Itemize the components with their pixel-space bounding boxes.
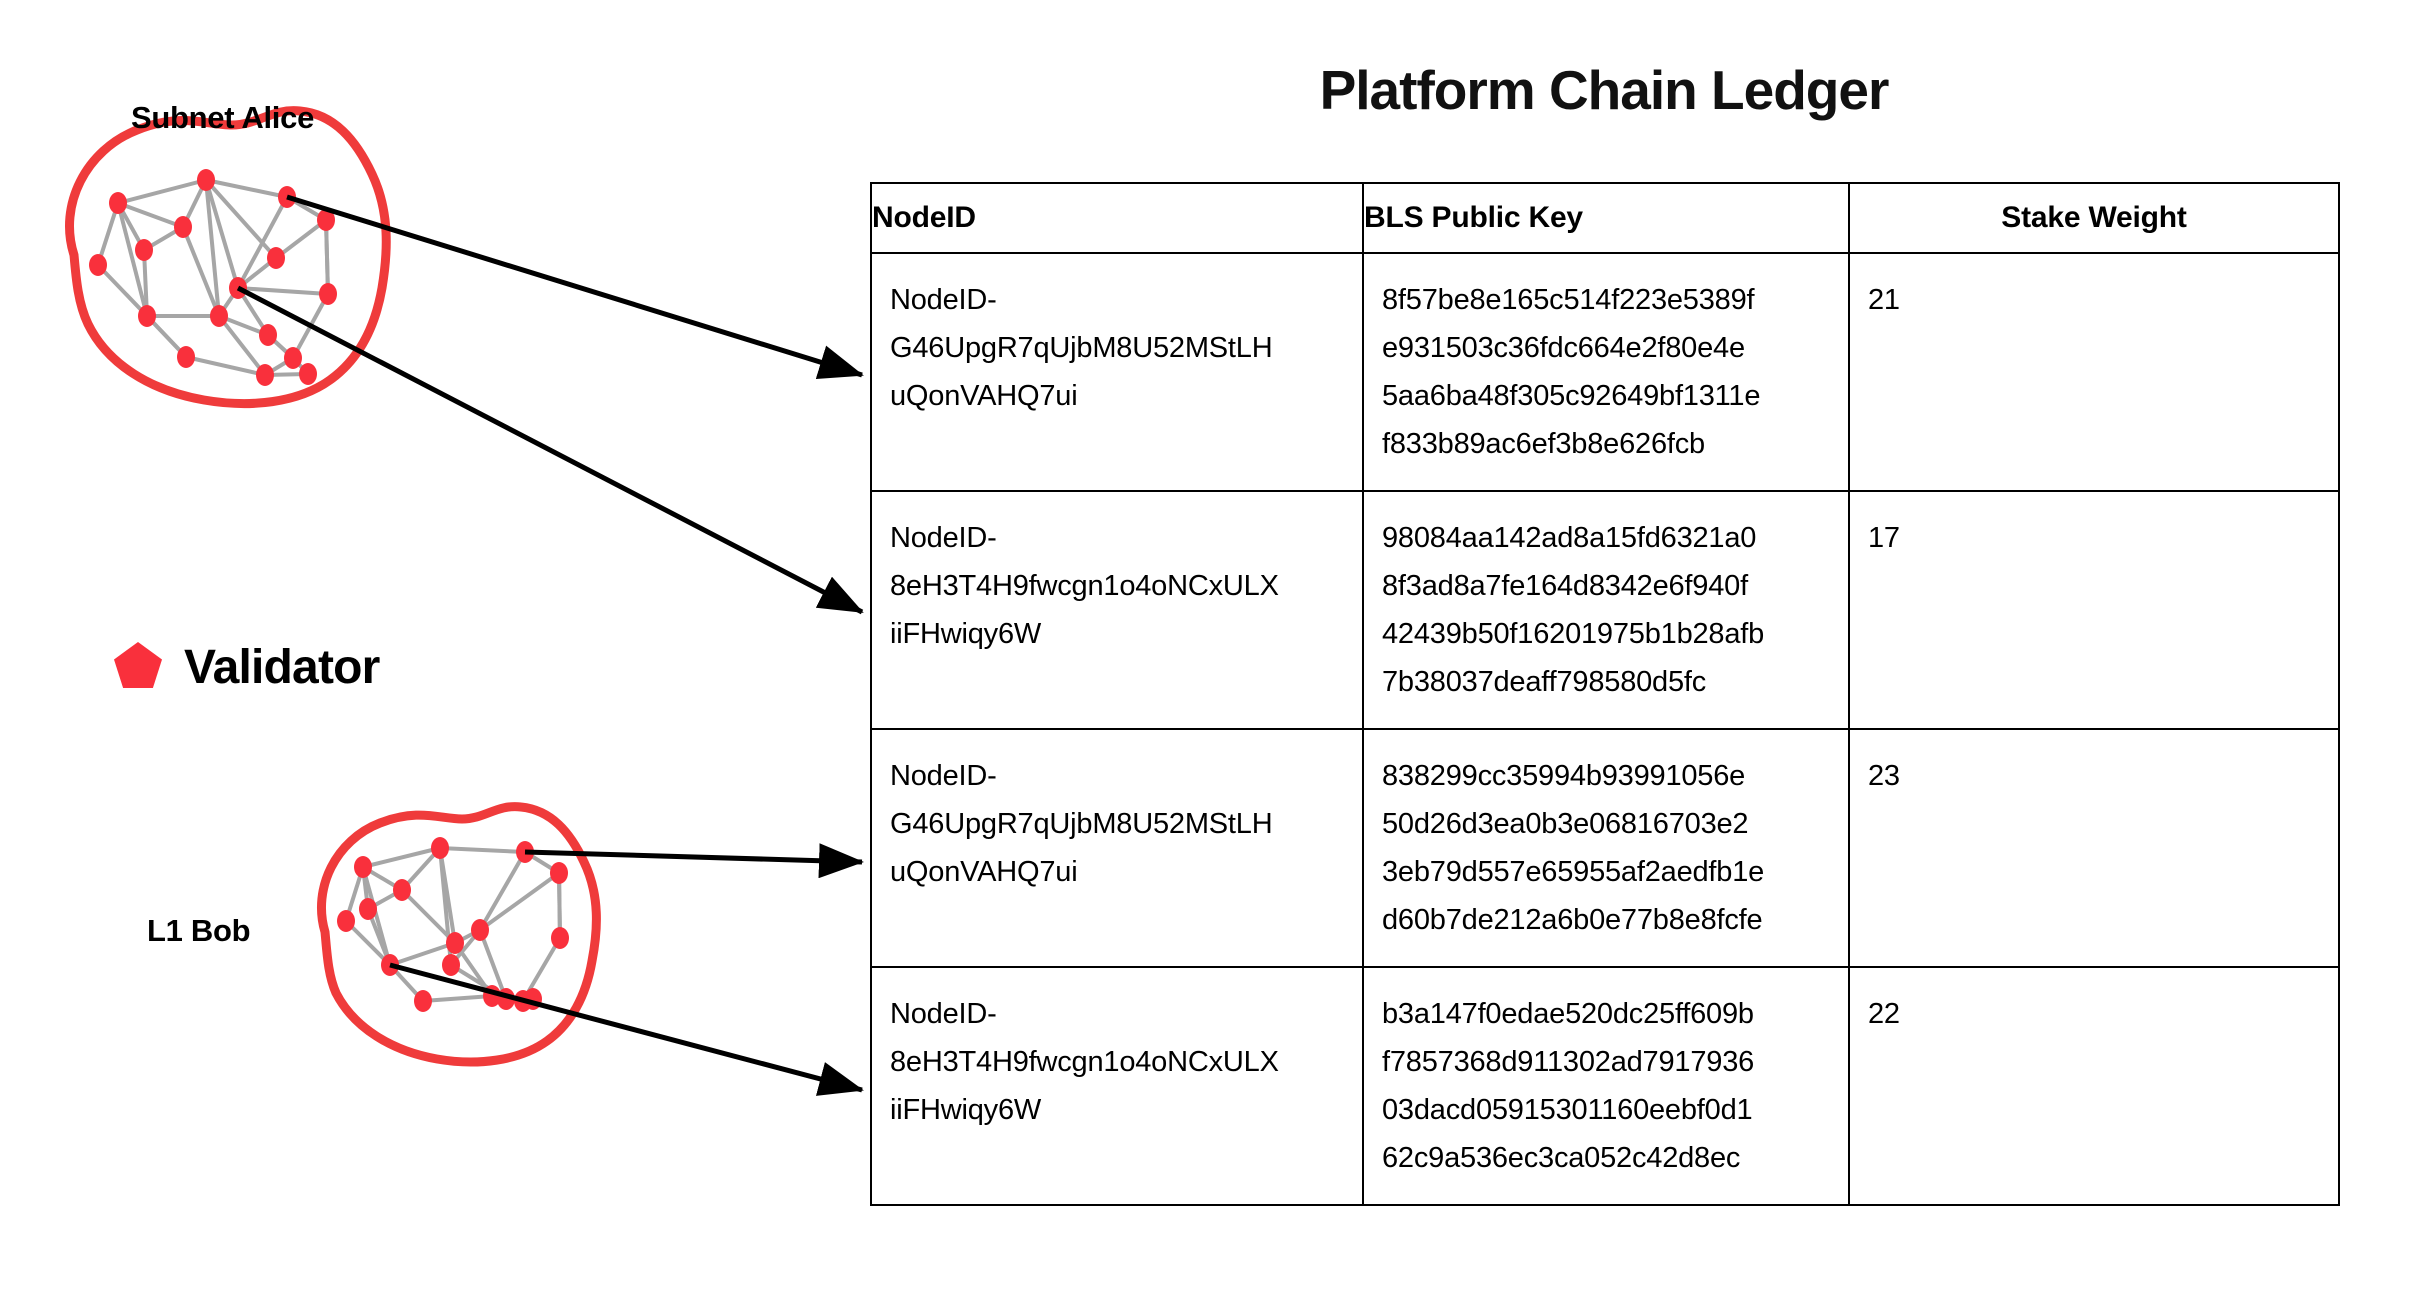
ledger-arrows xyxy=(236,194,864,1096)
nodeid-line: uQonVAHQ7ui xyxy=(890,856,1078,888)
nodeid-line: 8eH3T4H9fwcgn1o4oNCxULX xyxy=(890,570,1279,602)
bls-line: 3eb79d557e65955af2aedfb1e xyxy=(1382,856,1765,888)
validator-legend-label: Validator xyxy=(184,640,380,694)
bls-line: 8f57be8e165c514f223e5389f xyxy=(1382,284,1755,316)
nodeid-line: G46UpgR7qUjbM8U52MStLH xyxy=(890,332,1273,364)
ledger-table: NodeID BLS Public Key Stake Weight NodeI… xyxy=(870,182,2340,1206)
cell-nodeid: NodeID- 8eH3T4H9fwcgn1o4oNCxULX iiFHwiqy… xyxy=(870,966,1364,1206)
cell-nodeid: NodeID- 8eH3T4H9fwcgn1o4oNCxULX iiFHwiqy… xyxy=(870,490,1364,730)
cell-bls-public-key: b3a147f0edae520dc25ff609b f7857368d91130… xyxy=(1362,966,1850,1206)
cell-stake-weight: 22 xyxy=(1848,966,2340,1206)
arrow-alice-row1 xyxy=(286,194,864,380)
nodeid-line: iiFHwiqy6W xyxy=(890,1094,1042,1126)
nodeid-line: NodeID- xyxy=(890,760,997,792)
column-header-stake-weight: Stake Weight xyxy=(1848,182,2340,254)
bls-line: b3a147f0edae520dc25ff609b xyxy=(1382,998,1754,1030)
cell-bls-public-key: 838299cc35994b93991056e 50d26d3ea0b3e068… xyxy=(1362,728,1850,968)
subnet-alice-label: Subnet Alice xyxy=(131,100,315,135)
nodeid-line: 8eH3T4H9fwcgn1o4oNCxULX xyxy=(890,1046,1279,1078)
l1-bob-group xyxy=(317,802,601,1067)
bls-line: 5aa6ba48f305c92649bf1311e xyxy=(1382,380,1761,412)
cell-nodeid: NodeID- G46UpgR7qUjbM8U52MStLH uQonVAHQ7… xyxy=(870,252,1364,492)
column-header-nodeid: NodeID xyxy=(870,182,1364,254)
arrow-alice-row2 xyxy=(236,285,864,615)
cell-bls-public-key: 98084aa142ad8a15fd6321a0 8f3ad8a7fe164d8… xyxy=(1362,490,1850,730)
pentagon-icon xyxy=(112,640,164,695)
bls-line: f7857368d911302ad7917936 xyxy=(1382,1046,1755,1078)
bls-line: 7b38037deaff798580d5fc xyxy=(1382,666,1707,698)
bls-line: f833b89ac6ef3b8e626fcb xyxy=(1382,428,1705,460)
page-title: Platform Chain Ledger xyxy=(1319,59,1890,121)
nodeid-line: uQonVAHQ7ui xyxy=(890,380,1078,412)
arrow-bob-row4 xyxy=(389,962,864,1096)
subnet-alice-nodes xyxy=(89,169,337,386)
table-row: NodeID- 8eH3T4H9fwcgn1o4oNCxULX iiFHwiqy… xyxy=(870,966,2340,1206)
cell-stake-weight: 21 xyxy=(1848,252,2340,492)
bls-line: e931503c36fdc664e2f80e4e xyxy=(1382,332,1745,364)
table-row: NodeID- G46UpgR7qUjbM8U52MStLH uQonVAHQ7… xyxy=(870,728,2340,968)
bls-line: 98084aa142ad8a15fd6321a0 xyxy=(1382,522,1757,554)
bls-line: 42439b50f16201975b1b28afb xyxy=(1382,618,1765,650)
nodeid-line: G46UpgR7qUjbM8U52MStLH xyxy=(890,808,1273,840)
ledger-table-container: NodeID BLS Public Key Stake Weight NodeI… xyxy=(870,182,2340,1206)
arrow-bob-row3 xyxy=(524,843,864,879)
cell-stake-weight: 17 xyxy=(1848,490,2340,730)
network-diagram: Subnet Alice L1 Bob xyxy=(0,0,900,1294)
cell-stake-weight: 23 xyxy=(1848,728,2340,968)
bls-line: 03dacd05915301160eebf0d1 xyxy=(1382,1094,1753,1126)
l1-bob-label: L1 Bob xyxy=(147,913,251,948)
validator-legend: Validator xyxy=(112,640,380,695)
nodeid-line: NodeID- xyxy=(890,284,997,316)
cell-nodeid: NodeID- G46UpgR7qUjbM8U52MStLH uQonVAHQ7… xyxy=(870,728,1364,968)
nodeid-line: NodeID- xyxy=(890,522,997,554)
bls-line: 8f3ad8a7fe164d8342e6f940f xyxy=(1382,570,1748,602)
nodeid-line: iiFHwiqy6W xyxy=(890,618,1042,650)
cell-bls-public-key: 8f57be8e165c514f223e5389f e931503c36fdc6… xyxy=(1362,252,1850,492)
subnet-alice-group xyxy=(65,106,391,408)
table-row: NodeID- G46UpgR7qUjbM8U52MStLH uQonVAHQ7… xyxy=(870,252,2340,492)
table-row: NodeID- 8eH3T4H9fwcgn1o4oNCxULX iiFHwiqy… xyxy=(870,490,2340,730)
bls-line: 62c9a536ec3ca052c42d8ec xyxy=(1382,1142,1741,1174)
bls-line: 838299cc35994b93991056e xyxy=(1382,760,1746,792)
bls-line: d60b7de212a6b0e77b8e8fcfe xyxy=(1382,904,1763,936)
column-header-bls-public-key: BLS Public Key xyxy=(1362,182,1850,254)
nodeid-line: NodeID- xyxy=(890,998,997,1030)
bls-line: 50d26d3ea0b3e06816703e2 xyxy=(1382,808,1749,840)
table-header-row: NodeID BLS Public Key Stake Weight xyxy=(870,182,2340,254)
